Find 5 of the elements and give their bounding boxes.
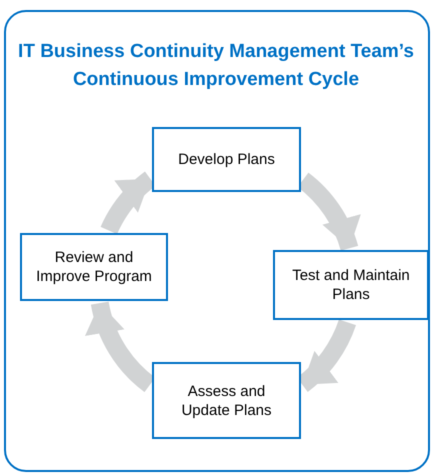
title: IT Business Continuity Management Team’s Continuous Improvement Cycle xyxy=(17,40,415,92)
process-box: Test and Maintain Plans xyxy=(273,250,429,320)
process-box: Assess and Update Plans xyxy=(152,362,301,439)
process-box: Review and Improve Program xyxy=(20,233,168,301)
process-box: Develop Plans xyxy=(152,127,301,192)
